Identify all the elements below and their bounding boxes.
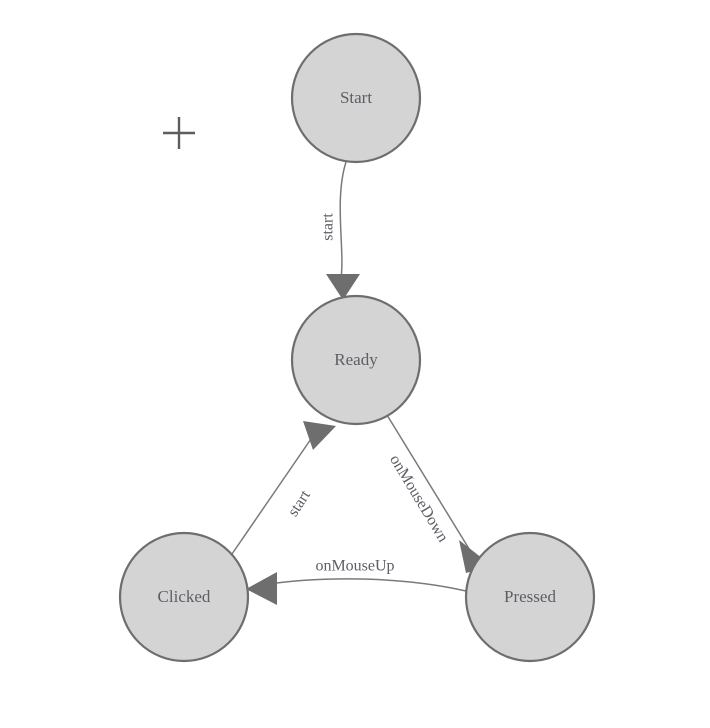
edge-label-clicked-to-ready: start <box>285 487 315 520</box>
state-node-pressed[interactable]: Pressed <box>464 531 596 663</box>
edge-ready-to-pressed[interactable]: onMouseDown <box>386 414 492 573</box>
state-node-clicked[interactable]: Clicked <box>118 531 250 663</box>
node-shape <box>290 32 422 164</box>
node-label: Clicked <box>158 587 211 606</box>
node-shape <box>290 294 422 426</box>
node-label: Ready <box>334 350 378 369</box>
edge-path <box>231 435 314 555</box>
edge-path <box>339 161 347 279</box>
crosshair-icon <box>163 117 195 149</box>
arrow-head-icon <box>326 274 360 300</box>
node-label: Pressed <box>504 587 556 606</box>
node-shape <box>464 531 596 663</box>
state-node-ready[interactable]: Ready <box>290 294 422 426</box>
edge-pressed-to-clicked[interactable]: onMouseUp <box>246 558 467 605</box>
edge-path <box>261 578 467 592</box>
edge-label-pressed-to-clicked: onMouseUp <box>315 558 394 575</box>
node-label: Start <box>340 88 372 107</box>
edge-path <box>386 414 472 553</box>
arrow-head-icon <box>246 572 277 605</box>
edge-clicked-to-ready[interactable]: start <box>231 421 336 555</box>
state-node-start[interactable]: Start <box>290 32 422 164</box>
arrow-head-icon <box>303 421 336 450</box>
edge-start-to-ready[interactable]: start <box>320 161 360 300</box>
node-shape <box>118 531 250 663</box>
edge-label-start-to-ready: start <box>320 213 337 241</box>
